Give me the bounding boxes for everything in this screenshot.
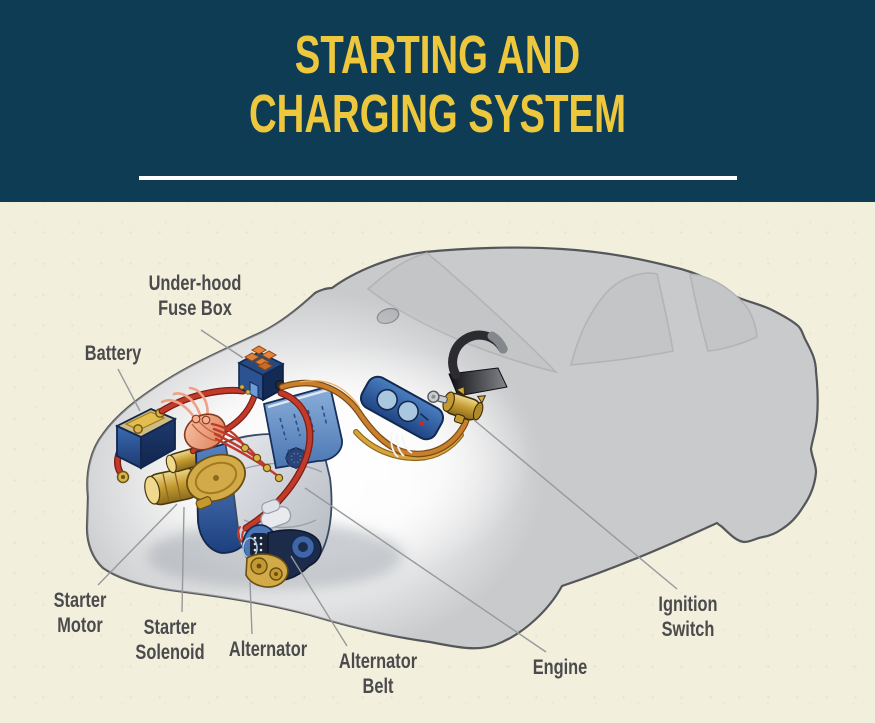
title-underline xyxy=(139,176,737,180)
leader-lines xyxy=(97,329,678,653)
battery-terminal xyxy=(133,424,143,434)
leader-starter-solenoid xyxy=(181,506,185,613)
fuses xyxy=(243,345,278,371)
front-window xyxy=(569,272,674,366)
leader-fuse-box xyxy=(200,329,244,359)
label-starter-motor: Starter Motor xyxy=(53,589,107,637)
ignition-switch xyxy=(427,385,487,425)
label-alternator-belt: Alternator Belt xyxy=(338,650,418,698)
rear-window xyxy=(689,273,758,352)
leader-ignition-switch xyxy=(473,419,678,590)
label-starter-solenoid: Starter Solenoid xyxy=(135,616,205,664)
label-ignition-switch: Ignition Switch xyxy=(658,593,718,641)
alternator-belt xyxy=(245,529,322,588)
ignition-wire xyxy=(278,379,471,462)
dash-wires xyxy=(390,431,413,458)
key-icon xyxy=(427,390,448,404)
engine-front-cover xyxy=(186,453,246,510)
under-hood-fuse-box xyxy=(237,345,285,402)
leader-starter-motor xyxy=(97,503,178,586)
leader-engine xyxy=(304,487,547,653)
dashboard xyxy=(359,375,445,458)
leader-alternator-belt xyxy=(290,555,348,647)
header-banner: STARTING AND CHARGING SYSTEM xyxy=(0,0,875,202)
label-alternator: Alternator xyxy=(228,638,308,661)
label-engine: Engine xyxy=(532,656,588,679)
leader-battery xyxy=(117,368,141,412)
leader-alternator xyxy=(249,581,253,635)
label-battery: Battery xyxy=(84,342,142,365)
title-line-2: CHARGING SYSTEM xyxy=(248,84,627,144)
distributor xyxy=(160,386,227,451)
page-title: STARTING AND CHARGING SYSTEM xyxy=(0,26,875,144)
label-fuse-box: Under-hood Fuse Box xyxy=(148,272,242,320)
spark-plug-terminals xyxy=(240,443,284,483)
title-line-1: STARTING AND xyxy=(294,25,581,85)
battery xyxy=(114,408,178,470)
